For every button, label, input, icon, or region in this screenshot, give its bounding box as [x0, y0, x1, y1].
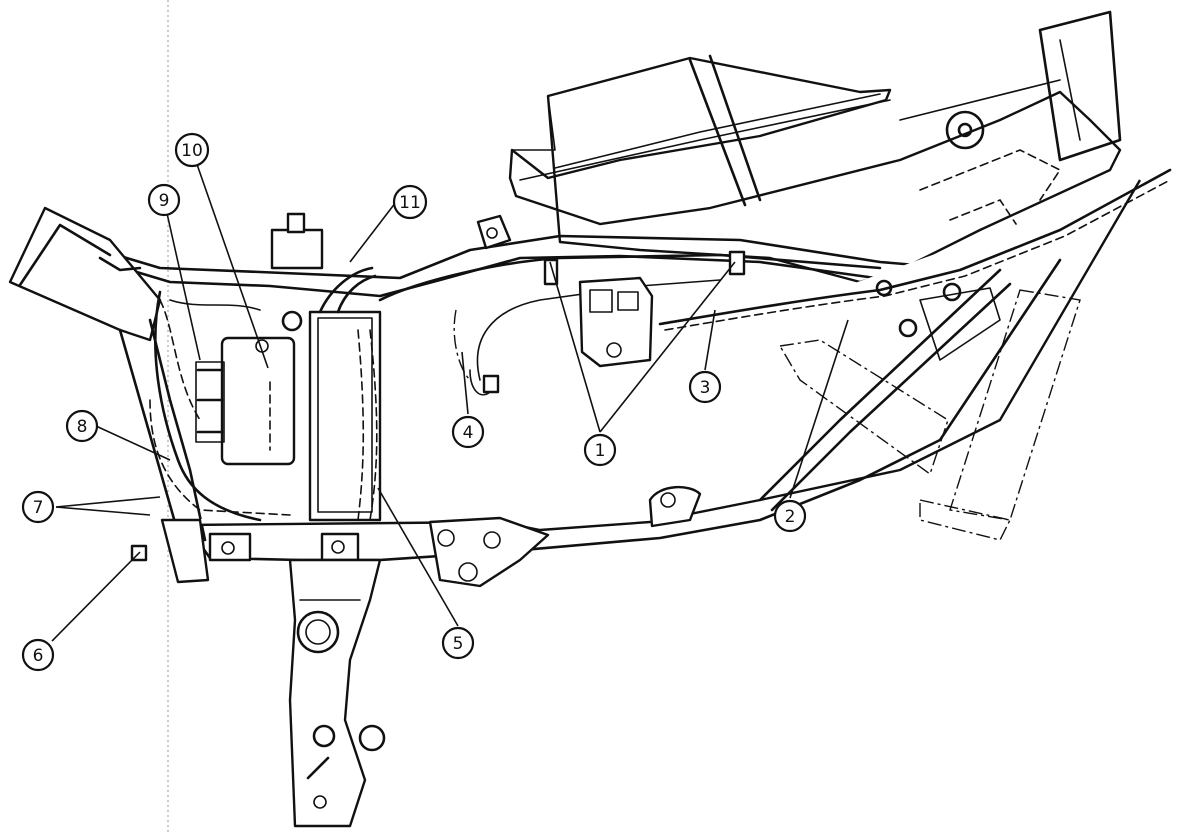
callout-4-label: 4 — [463, 423, 474, 443]
callout-7-label: 7 — [33, 498, 44, 518]
callout-7: 7 — [21, 490, 55, 524]
callout-4: 4 — [451, 415, 485, 449]
fuel-tank — [508, 10, 1122, 284]
front-harness — [98, 256, 291, 562]
callout-2-label: 2 — [785, 507, 796, 527]
callout-3: 3 — [688, 370, 722, 404]
callout-1-label: 1 — [595, 441, 606, 461]
callout-2: 2 — [773, 499, 807, 533]
callout-10: 10 — [174, 132, 210, 168]
main-harness — [357, 253, 882, 521]
callout-9-label: 9 — [159, 191, 170, 211]
rear-fender — [778, 287, 1081, 541]
callout-8: 8 — [65, 409, 99, 443]
leader-lines — [51, 149, 849, 642]
callout-10-label: 10 — [181, 141, 203, 161]
callout-5-label: 5 — [453, 634, 464, 654]
callout-9: 9 — [147, 183, 181, 217]
callout-11-label: 11 — [399, 193, 421, 213]
callout-8-label: 8 — [77, 417, 88, 437]
callout-5: 5 — [441, 626, 475, 660]
callout-11: 11 — [392, 184, 428, 220]
callout-6: 6 — [21, 638, 55, 672]
callout-3-label: 3 — [700, 378, 711, 398]
junction-box — [543, 250, 746, 368]
callout-6-label: 6 — [33, 646, 44, 666]
main-frame — [8, 179, 1142, 828]
callout-1: 1 — [583, 433, 617, 467]
regulator — [195, 336, 296, 466]
